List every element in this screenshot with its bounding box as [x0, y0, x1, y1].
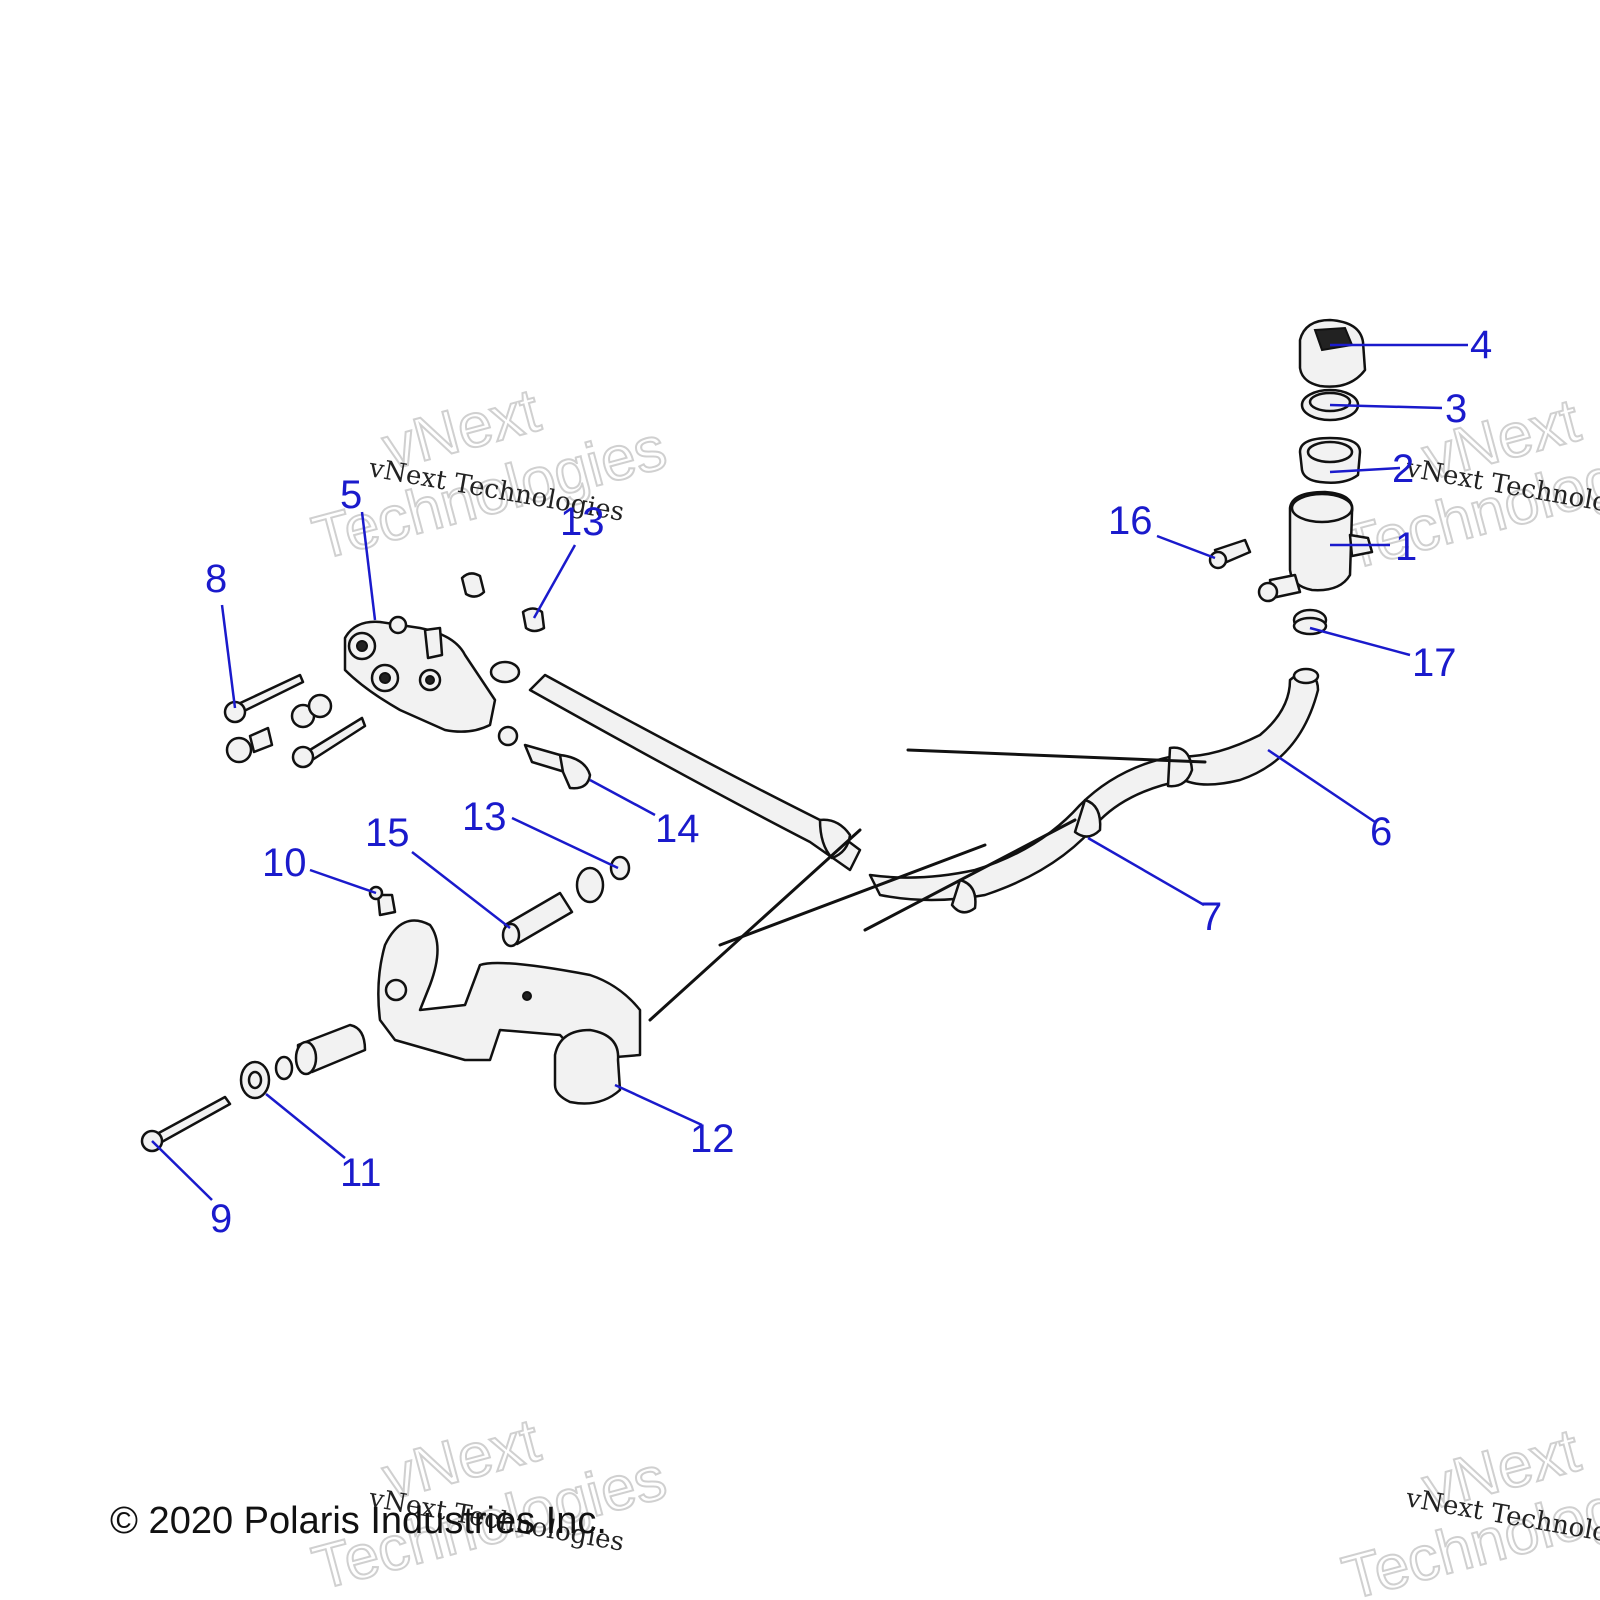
callout-1: 1 [1395, 525, 1417, 569]
callout-4: 4 [1470, 323, 1492, 367]
bolt-16 [1208, 538, 1252, 570]
callout-15: 15 [365, 811, 410, 855]
callout-13-upper: 13 [560, 500, 605, 544]
callout-12: 12 [690, 1117, 735, 1161]
master-cylinder [343, 615, 497, 733]
reservoir [1257, 490, 1374, 603]
grommet-upper [460, 572, 486, 598]
hose-6 [1170, 667, 1320, 786]
grommet-13 [575, 855, 631, 904]
callout-3: 3 [1445, 387, 1467, 431]
copyright-text: © 2020 Polaris Industries Inc. [110, 1500, 607, 1542]
reservoir-ring [1298, 436, 1362, 484]
callout-5: 5 [340, 473, 362, 517]
brake-hose [528, 673, 862, 872]
callout-labels: 1 2 3 4 5 6 7 8 9 10 11 12 13 13 14 15 1… [205, 323, 1492, 1241]
callout-2: 2 [1392, 447, 1414, 491]
watermark-top-right: vNext Technologies vNext Technologies [1335, 385, 1600, 585]
pivot-bushing [274, 1023, 367, 1081]
reservoir-cap [1298, 318, 1367, 388]
sleeve-15 [501, 891, 574, 948]
brake-pedal [377, 919, 642, 1105]
callout-17: 17 [1412, 641, 1457, 685]
fitting-14 [497, 725, 592, 790]
callout-16: 16 [1108, 499, 1153, 543]
leader-lines [151, 343, 1468, 1201]
callout-8: 8 [205, 557, 227, 601]
callout-6: 6 [1370, 810, 1392, 854]
hose-clamp-upper [489, 660, 521, 684]
brake-lines [648, 748, 1207, 1022]
bolts-8 [223, 673, 367, 769]
callout-9: 9 [210, 1197, 232, 1241]
callout-7: 7 [1200, 895, 1222, 939]
callout-10: 10 [262, 841, 307, 885]
callout-11: 11 [340, 1151, 382, 1195]
diaphragm [1300, 388, 1360, 422]
watermark-bottom-right: vNext Technologies vNext Technologies [1335, 1415, 1600, 1600]
callout-14: 14 [655, 807, 700, 851]
hose-7 [868, 746, 1194, 914]
callout-13: 13 [462, 795, 507, 839]
washer-11 [239, 1060, 271, 1100]
grommet-13-upper [521, 607, 546, 633]
